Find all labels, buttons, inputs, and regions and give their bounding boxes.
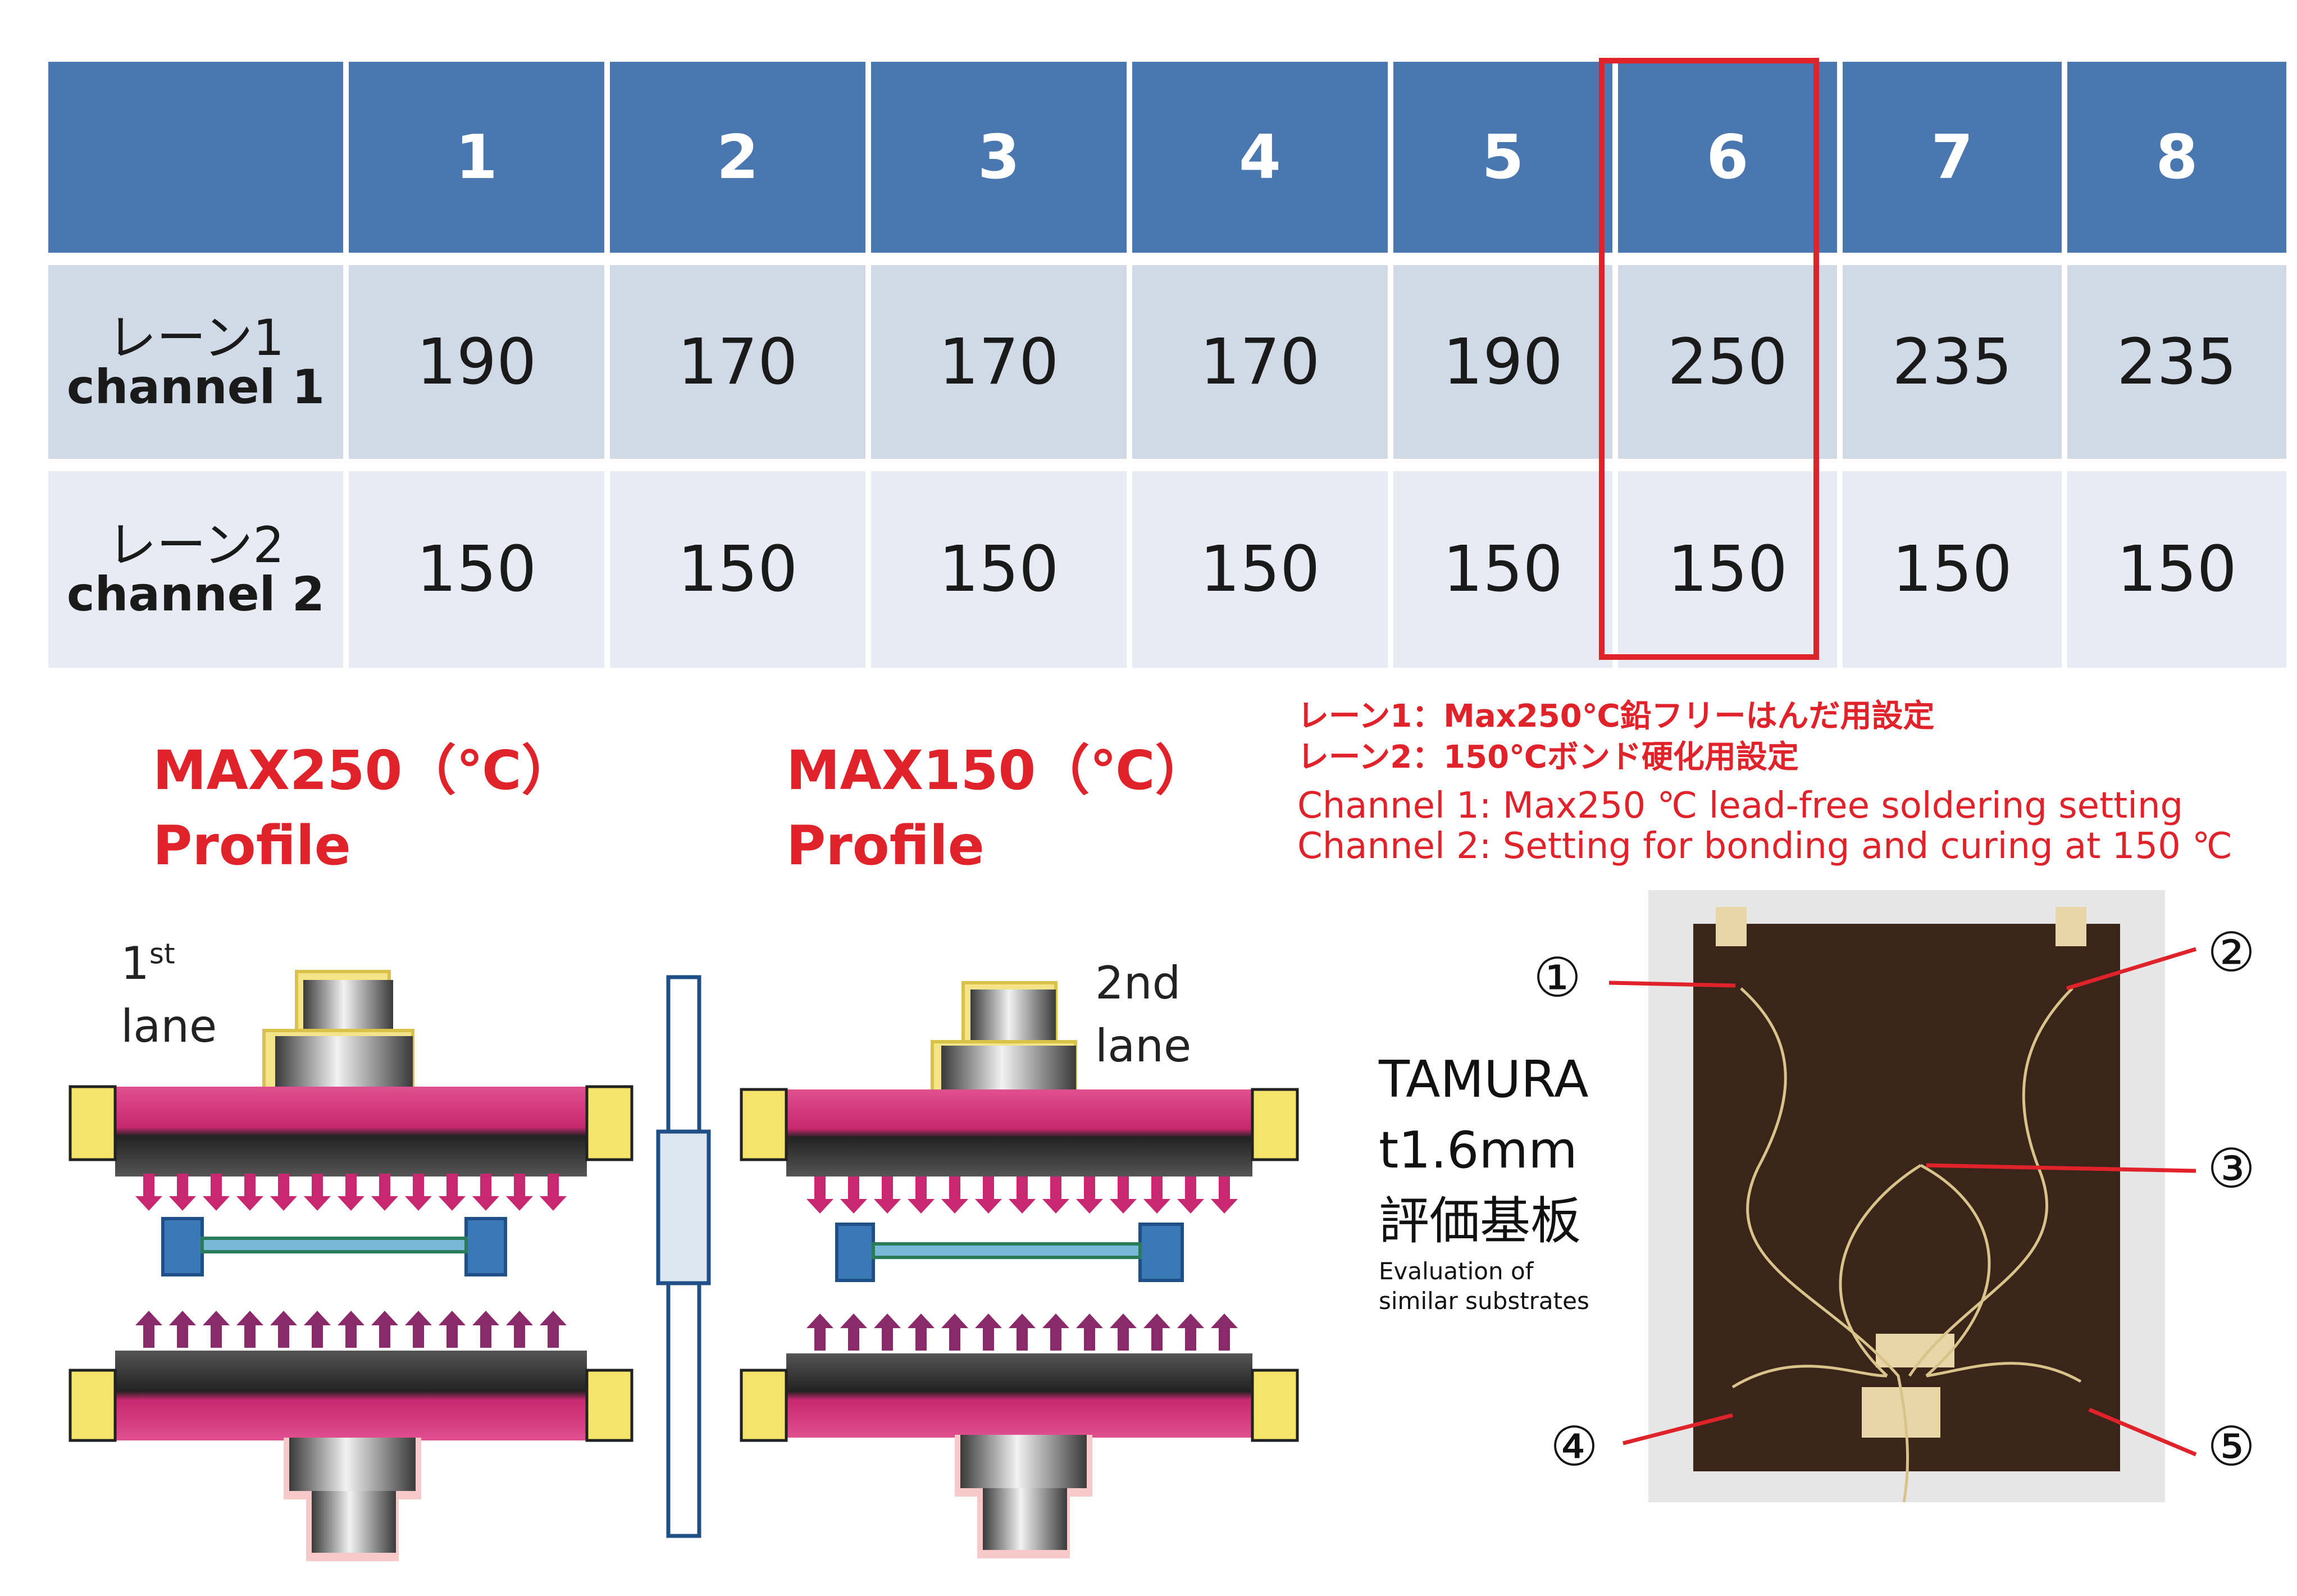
board-jp-label: 評価基板 bbox=[1379, 1192, 1581, 1251]
profile-word: Profile bbox=[786, 814, 985, 878]
conveyor-board bbox=[161, 1217, 507, 1276]
lane-1-word: lane bbox=[121, 1000, 217, 1052]
heat-arrows-up bbox=[135, 1311, 567, 1348]
point-1-marker: ① bbox=[1533, 946, 1582, 1009]
callout-lines bbox=[1608, 947, 2197, 1457]
bottom-heater bbox=[786, 1353, 1252, 1438]
profile-word: Profile bbox=[153, 814, 351, 878]
note-jp-line-2: レーン2：150℃ボンド硬化用設定 bbox=[1297, 738, 1799, 776]
up-arrow-icon bbox=[69, 1085, 117, 1161]
top-heater bbox=[786, 1089, 1252, 1177]
point-4-marker: ④ bbox=[1550, 1415, 1599, 1478]
header-zone-3: 3 bbox=[871, 62, 1127, 253]
header-zone-7: 7 bbox=[1843, 62, 2062, 253]
conveyor-board bbox=[835, 1223, 1184, 1282]
down-arrow-icon bbox=[585, 1369, 634, 1442]
profile-max-label: MAX250（℃） bbox=[153, 739, 576, 802]
lane-2-diagram bbox=[740, 981, 1299, 1558]
top-motor bbox=[262, 970, 414, 1094]
lane-1-diagram bbox=[69, 970, 634, 1561]
board-thickness: t1.6mm bbox=[1379, 1121, 1578, 1180]
heat-arrows-up bbox=[806, 1314, 1238, 1351]
row-label-jp: レーン2 bbox=[107, 516, 285, 574]
table-cell: 150 bbox=[610, 471, 865, 668]
bottom-heater bbox=[115, 1351, 587, 1440]
table-cell: 150 bbox=[1843, 471, 2062, 668]
board-description: TAMURA t1.6mm 評価基板 Evaluation of similar… bbox=[1379, 1045, 1589, 1316]
table-cell: 190 bbox=[349, 265, 604, 459]
english-notes: Channel 1: Max250 ℃ lead-free soldering … bbox=[1297, 786, 2232, 867]
board-en-label-2: similar substrates bbox=[1379, 1287, 1589, 1315]
heat-arrows-down bbox=[135, 1174, 567, 1211]
header-zone-2: 2 bbox=[610, 62, 865, 253]
table-cell: 235 bbox=[2067, 265, 2286, 459]
bottom-motor bbox=[955, 1435, 1092, 1558]
table-cell: 250 bbox=[1618, 265, 1837, 459]
header-corner bbox=[48, 62, 343, 253]
up-arrow-icon bbox=[740, 1088, 788, 1161]
heat-arrows-down bbox=[806, 1177, 1238, 1214]
down-arrow-icon bbox=[69, 1369, 117, 1442]
header-zone-5: 5 bbox=[1393, 62, 1612, 253]
table-cell: 150 bbox=[1132, 471, 1388, 668]
row-label-en: channel 2 bbox=[66, 567, 325, 622]
up-arrow-icon bbox=[1251, 1088, 1299, 1161]
table-cell: 170 bbox=[871, 265, 1127, 459]
up-arrow-icon bbox=[585, 1085, 634, 1161]
bottom-motor bbox=[284, 1438, 421, 1561]
header-zone-6: 6 bbox=[1618, 62, 1837, 253]
header-zone-4: 4 bbox=[1132, 62, 1388, 253]
temperature-table: 1 2 3 4 5 6 7 8 レーン1 channel 1 190 170 1… bbox=[48, 62, 2286, 668]
lane-1-label: 1st lane bbox=[121, 932, 217, 1058]
header-zone-8: 8 bbox=[2067, 62, 2286, 253]
row-label-channel-1: レーン1 channel 1 bbox=[48, 265, 343, 459]
table-cell: 150 bbox=[349, 471, 604, 668]
lane-divider bbox=[656, 975, 711, 1538]
point-2-marker: ② bbox=[2207, 921, 2256, 984]
header-zone-1: 1 bbox=[349, 62, 604, 253]
thermocouple-wires bbox=[1731, 987, 2082, 1503]
table-cell: 190 bbox=[1393, 265, 1612, 459]
note-en-line-1: Channel 1: Max250 ℃ lead-free soldering … bbox=[1297, 785, 2184, 827]
down-arrow-icon bbox=[740, 1369, 788, 1442]
table-cell: 170 bbox=[1132, 265, 1388, 459]
lane-2-ordinal: 2nd bbox=[1095, 957, 1181, 1009]
table-cell: 150 bbox=[1393, 471, 1612, 668]
japanese-notes: レーン1：Max250℃鉛フリーはんだ用設定 レーン2：150℃ボンド硬化用設定 bbox=[1297, 696, 1935, 778]
lane-2-word: lane bbox=[1095, 1020, 1192, 1072]
lane-number: 1 bbox=[121, 937, 149, 989]
row-label-jp: レーン1 bbox=[107, 308, 285, 367]
row-label-channel-2: レーン2 channel 2 bbox=[48, 471, 343, 668]
profile-max-label: MAX150（℃） bbox=[786, 739, 1209, 802]
table-cell: 170 bbox=[610, 265, 865, 459]
table-cell: 235 bbox=[1843, 265, 2062, 459]
evaluation-board-photo bbox=[1608, 890, 2197, 1503]
top-heater bbox=[115, 1087, 587, 1177]
lane-2-label: 2nd lane bbox=[1095, 952, 1191, 1078]
table-cell: 150 bbox=[871, 471, 1127, 668]
board-en-label-1: Evaluation of bbox=[1379, 1257, 1534, 1285]
table-cell: 150 bbox=[1618, 471, 1837, 668]
zone-6-highlight-box bbox=[1599, 58, 1819, 660]
lane-1-number: 1st bbox=[121, 932, 217, 995]
profile-title-right: MAX150（℃） Profile bbox=[786, 733, 1209, 884]
note-en-line-2: Channel 2: Setting for bonding and curin… bbox=[1297, 825, 2232, 867]
note-jp-line-1: レーン1：Max250℃鉛フリーはんだ用設定 bbox=[1297, 698, 1935, 735]
down-arrow-icon bbox=[1251, 1369, 1299, 1442]
top-motor bbox=[931, 981, 1077, 1097]
board-maker: TAMURA bbox=[1379, 1050, 1589, 1109]
point-5-marker: ⑤ bbox=[2207, 1415, 2256, 1478]
row-label-en: channel 1 bbox=[66, 359, 325, 414]
point-3-marker: ③ bbox=[2207, 1137, 2256, 1200]
table-cell: 150 bbox=[2067, 471, 2286, 668]
lane-ordinal: st bbox=[149, 937, 175, 970]
profile-title-left: MAX250（℃） Profile bbox=[153, 733, 575, 884]
